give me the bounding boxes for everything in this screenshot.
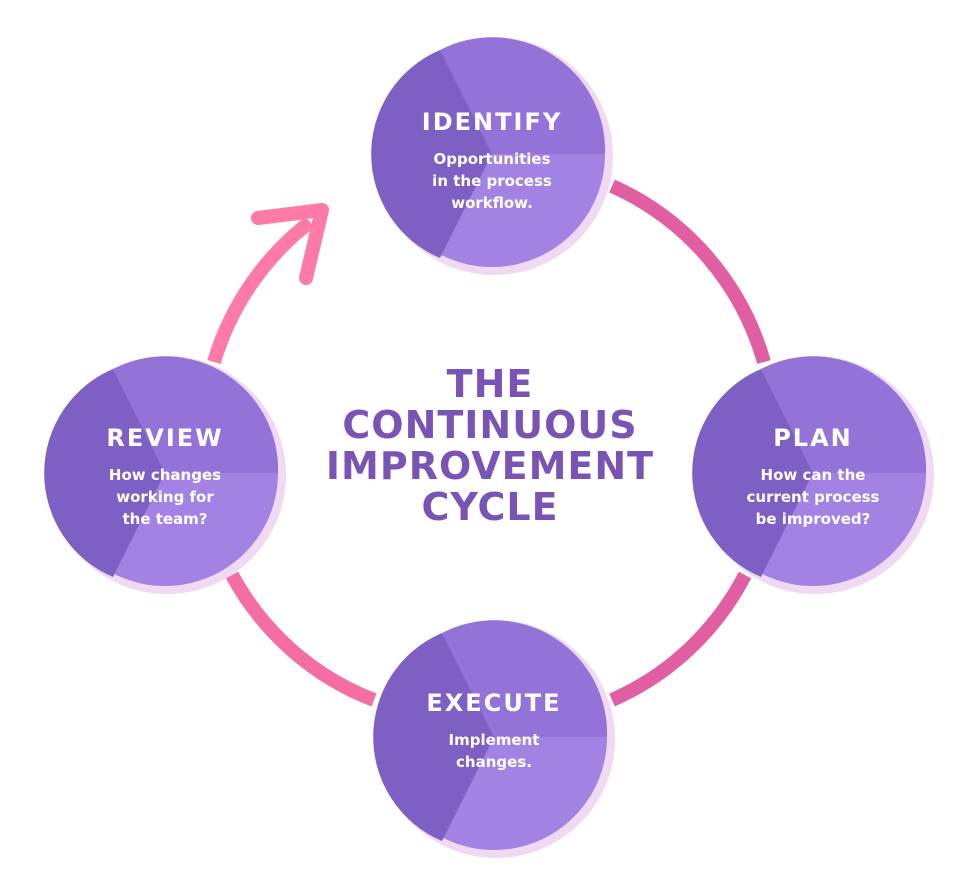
node-identify-shade [371, 50, 492, 258]
center-title-line-3: IMPROVEMENT [326, 444, 654, 488]
node-review-title: REVIEW [106, 424, 223, 452]
node-execute-line-2: changes. [456, 753, 532, 771]
node-plan-line-3: be improved? [756, 510, 871, 528]
center-title: THE CONTINUOUS IMPROVEMENT CYCLE [326, 362, 654, 529]
node-review-line-2: working for [116, 488, 214, 506]
node-execute-title: EXECUTE [426, 689, 561, 717]
node-identify-line-1: Opportunities [433, 150, 550, 168]
arc-execute-to-review [225, 571, 377, 707]
center-title-line-1: THE [447, 362, 534, 406]
node-review: REVIEW How changes working for the team? [44, 356, 286, 594]
node-identify-segment [440, 37, 606, 154]
node-execute: EXECUTE Implement changes. [373, 620, 615, 858]
node-plan-line-2: current process [747, 488, 880, 506]
arrow-head-icon [251, 203, 329, 285]
arc-plan-to-execute [609, 571, 752, 707]
center-title-line-4: CYCLE [421, 485, 558, 529]
node-execute-line-1: Implement [449, 731, 540, 749]
center-title-line-2: CONTINUOUS [342, 403, 637, 447]
node-plan-segment [761, 356, 927, 473]
node-plan-title: PLAN [773, 424, 853, 452]
node-plan-shade [692, 369, 813, 577]
node-execute-shade [373, 633, 494, 841]
node-plan: PLAN How can the current process be impr… [692, 356, 934, 594]
node-review-line-1: How changes [109, 466, 221, 484]
node-execute-segment [442, 620, 608, 737]
node-review-line-3: the team? [122, 510, 207, 528]
node-review-segment [113, 356, 279, 473]
node-identify-line-3: workflow. [451, 194, 533, 212]
node-plan-line-1: How can the [761, 466, 866, 484]
arc-review-to-identify [207, 216, 315, 364]
node-identify: IDENTIFY Opportunities in the process wo… [371, 37, 613, 275]
node-identify-line-2: in the process [432, 172, 552, 190]
node-review-shade [44, 369, 166, 577]
node-identify-title: IDENTIFY [422, 108, 562, 136]
arc-identify-to-plan [609, 179, 771, 364]
